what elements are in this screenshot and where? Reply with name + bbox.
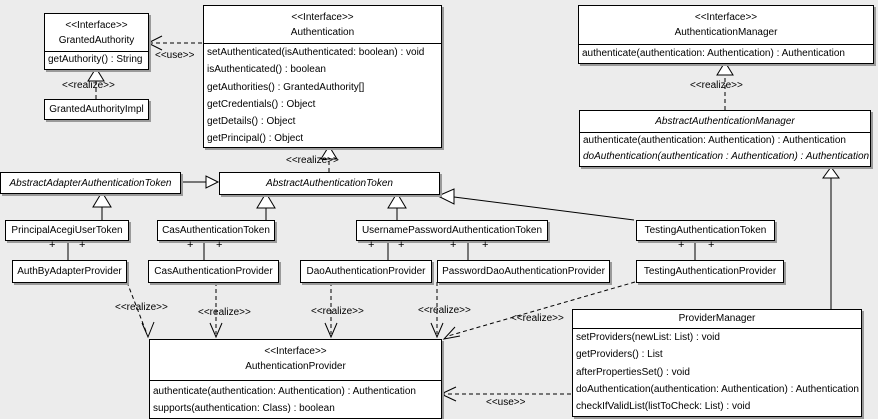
class-cas-authentication-token[interactable]: CasAuthenticationToken <box>157 220 275 241</box>
method-label: authenticate(authentication: Authenticat… <box>583 135 846 146</box>
class-abstract-adapter-authentication-token[interactable]: AbstractAdapterAuthenticationToken <box>0 172 181 194</box>
class-name: AuthenticationManager <box>674 27 778 38</box>
association-plus-marker: + <box>368 239 375 251</box>
class-granted-authority[interactable]: <<Interface>> GrantedAuthority getAuthor… <box>44 13 149 70</box>
realize-label: <<realize>> <box>418 305 471 316</box>
method-label: getAuthorities() : GrantedAuthority[] <box>207 81 365 93</box>
class-name: TestingAuthenticationProvider <box>643 266 777 277</box>
class-authentication-manager[interactable]: <<Interface>> AuthenticationManager auth… <box>578 5 874 64</box>
class-name: AbstractAuthenticationManager <box>655 116 795 127</box>
class-dao-authentication-provider[interactable]: DaoAuthenticationProvider <box>300 260 432 283</box>
generalization-arrowhead <box>387 192 407 209</box>
class-name: AuthenticationProvider <box>245 361 346 372</box>
edge-realize-authbyadapter-provider <box>126 281 148 335</box>
class-name: AbstractAuthenticationToken <box>266 178 393 189</box>
generalization-arrowhead <box>822 166 840 179</box>
method-label: checkIfValidList(listToCheck: List) : vo… <box>576 401 751 413</box>
class-provider-manager[interactable]: ProviderManager setProviders(newList: Li… <box>572 309 862 417</box>
class-abstract-authentication-token[interactable]: AbstractAuthenticationToken <box>219 172 440 195</box>
method-label: setAuthenticated(isAuthenticated: boolea… <box>207 47 425 58</box>
realize-open-arrowhead <box>141 321 155 339</box>
realize-open-arrowhead <box>209 322 223 339</box>
class-auth-by-adapter-provider[interactable]: AuthByAdapterProvider <box>12 260 127 283</box>
use-label: <<use>> <box>155 50 195 61</box>
association-plus-marker: + <box>398 239 405 251</box>
method-label: afterPropertiesSet() : void <box>576 366 690 378</box>
method-label: getProviders() : List <box>576 349 663 361</box>
association-plus-marker: + <box>216 239 223 251</box>
edge-generalization-testing-token <box>453 196 635 221</box>
class-name: CasAuthenticationToken <box>162 225 270 236</box>
realize-label: <<realize>> <box>690 80 743 91</box>
association-plus-marker: + <box>678 239 685 251</box>
association-plus-marker: + <box>79 239 86 251</box>
class-name: GrantedAuthority <box>58 35 135 46</box>
association-plus-marker: + <box>482 239 489 251</box>
method-label: getDetails() : Object <box>207 116 296 128</box>
class-granted-authority-impl[interactable]: GrantedAuthorityImpl <box>44 99 149 120</box>
method-label: getPrincipal() : Object <box>207 133 304 145</box>
realize-open-arrowhead <box>324 322 338 339</box>
use-label: <<use>> <box>486 397 526 408</box>
realize-label: <<realize>> <box>62 80 115 91</box>
method-label: doAuthentication(authentication: Authent… <box>576 383 859 395</box>
generalization-arrowhead <box>256 192 276 209</box>
method-label: getCredentials() : Object <box>207 98 316 110</box>
method-label: isAuthenticated() : boolean <box>207 64 326 76</box>
class-principal-acegi-user-token[interactable]: PrincipalAcegiUserToken <box>5 220 129 241</box>
method-label: authenticate(authentication: Authenticat… <box>153 386 416 397</box>
class-testing-authentication-token[interactable]: TestingAuthenticationToken <box>636 220 775 241</box>
generalization-arrowhead <box>92 191 112 208</box>
edge-realize-testing-provider <box>447 281 636 337</box>
stereotype-label: <<Interface>> <box>65 20 128 31</box>
realize-label: <<realize>> <box>286 155 339 166</box>
realize-arrowhead <box>87 67 105 82</box>
realize-label: <<realize>> <box>198 307 251 318</box>
class-cas-authentication-provider[interactable]: CasAuthenticationProvider <box>148 260 279 283</box>
class-name: CasAuthenticationProvider <box>154 266 273 277</box>
association-plus-marker: + <box>708 239 715 251</box>
class-name: AbstractAdapterAuthenticationToken <box>9 177 172 189</box>
association-plus-marker: + <box>187 239 194 251</box>
realize-arrowhead <box>716 61 734 76</box>
class-name: Authentication <box>290 27 355 38</box>
class-password-dao-authentication-provider[interactable]: PasswordDaoAuthenticationProvider <box>437 260 610 283</box>
class-authentication-provider[interactable]: <<Interface>> AuthenticationProvider aut… <box>149 339 442 419</box>
realize-label: <<realize>> <box>311 306 364 317</box>
class-abstract-authentication-manager[interactable]: AbstractAuthenticationManager authentica… <box>579 110 871 167</box>
class-name: TestingAuthenticationToken <box>644 225 767 236</box>
class-name: ProviderManager <box>678 313 756 324</box>
stereotype-label: <<Interface>> <box>694 12 758 23</box>
class-name: GrantedAuthorityImpl <box>49 104 144 115</box>
realize-open-arrowhead <box>430 322 444 339</box>
realize-label: <<realize>> <box>511 313 564 324</box>
class-name: DaoAuthenticationProvider <box>306 266 426 277</box>
method-label: supports(authentication: Class) : boolea… <box>153 403 335 415</box>
stereotype-label: <<Interface>> <box>291 12 354 23</box>
stereotype-label: <<Interface>> <box>264 346 327 357</box>
generalization-arrowhead <box>205 175 220 189</box>
class-username-password-authentication-token[interactable]: UsernamePasswordAuthenticationToken <box>356 220 548 241</box>
method-label: authenticate(authentication: Authenticat… <box>582 48 845 59</box>
class-name: AuthByAdapterProvider <box>17 266 122 277</box>
method-label: setProviders(newList: List) : void <box>576 332 720 343</box>
realize-arrowhead <box>320 145 338 160</box>
association-plus-marker: + <box>450 239 457 251</box>
realize-label: <<realize>> <box>115 302 168 313</box>
association-plus-marker: + <box>49 239 56 251</box>
realize-open-arrowhead <box>442 326 461 340</box>
class-name: UsernamePasswordAuthenticationToken <box>361 225 543 236</box>
class-testing-authentication-provider[interactable]: TestingAuthenticationProvider <box>636 260 784 283</box>
class-name: PrincipalAcegiUserToken <box>11 225 123 236</box>
method-label: doAuthentication(authentication : Authen… <box>583 151 870 163</box>
method-label: getAuthority() : String <box>48 54 143 65</box>
generalization-arrowhead <box>436 188 455 205</box>
class-authentication[interactable]: <<Interface>> Authentication setAuthenti… <box>203 5 442 148</box>
class-name: PasswordDaoAuthenticationProvider <box>442 266 605 277</box>
